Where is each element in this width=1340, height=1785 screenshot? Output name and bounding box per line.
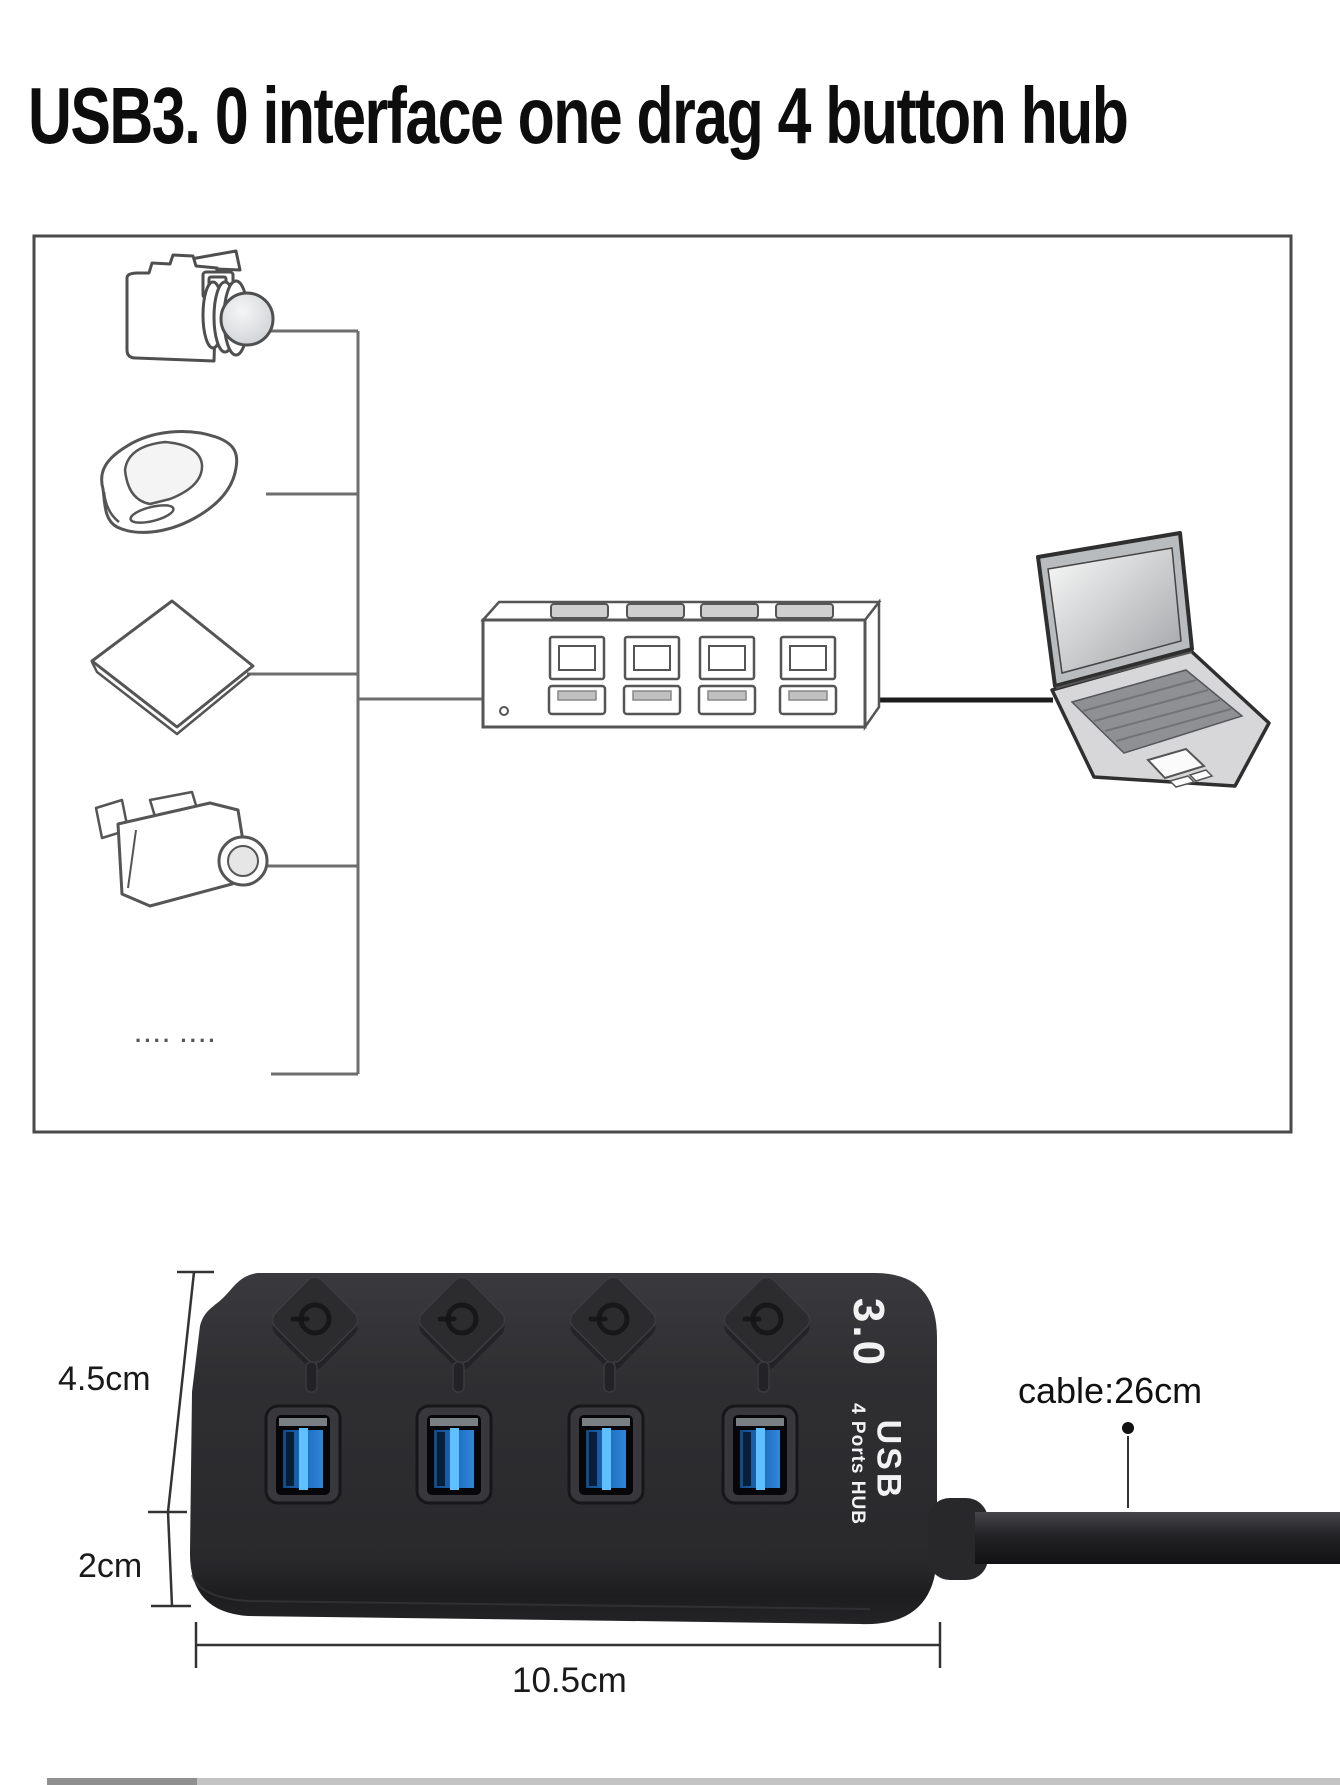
length-dimension-line [194, 1622, 942, 1668]
usb-port[interactable] [567, 1404, 645, 1505]
switch-windows [548, 635, 837, 681]
led-slot [305, 1361, 318, 1393]
led-slot [757, 1361, 770, 1393]
cable-length-label: cable:26cm [1018, 1370, 1203, 1411]
height-dimension-line [148, 1270, 214, 1514]
power-button-icon[interactable] [415, 1273, 508, 1373]
power-button-icon[interactable] [720, 1273, 813, 1373]
thickness-dimension-label: 2cm [78, 1547, 143, 1585]
bottom-strip [47, 1778, 1340, 1785]
more-devices-ellipsis: ···· ···· [135, 1028, 218, 1053]
scanner-icon [100, 430, 239, 534]
led-slots [305, 1361, 770, 1393]
length-dimension-label: 10.5cm [512, 1661, 627, 1700]
usb-hub-schematic [480, 598, 882, 731]
diagram-border [32, 234, 1293, 1134]
power-button-icon[interactable] [268, 1273, 361, 1373]
usb-port[interactable] [415, 1404, 493, 1505]
usb-port[interactable] [721, 1404, 799, 1505]
usb-marking: USB [869, 1419, 908, 1501]
ports-hub-marking: 4 Ports HUB [847, 1403, 868, 1525]
page-title: USB3. 0 interface one drag 4 button hub [28, 71, 1129, 160]
memory-card-icon [90, 599, 255, 736]
usb-ports [264, 1404, 799, 1505]
thickness-dimension-line [151, 1511, 191, 1608]
laptop-icon [1036, 531, 1271, 788]
cable-pointer [1122, 1422, 1134, 1508]
led-slot [603, 1361, 616, 1393]
schematic-ports [547, 684, 838, 716]
usb-cable [928, 1498, 1340, 1580]
connection-diagram [32, 234, 1293, 1134]
bus-lines [247, 329, 483, 1076]
led-indicator-icon [499, 706, 509, 716]
power-button-icon[interactable] [566, 1273, 659, 1373]
camera-icon [125, 249, 275, 363]
product-photo [47, 1270, 1340, 1785]
camcorder-icon [94, 790, 269, 908]
usb-version-marking: 3.0 [844, 1297, 893, 1369]
led-slot [452, 1361, 465, 1393]
hub-body [189, 1273, 937, 1625]
switch-top-tabs [550, 603, 834, 619]
dimension-lines [148, 1270, 1134, 1668]
power-buttons [268, 1273, 813, 1373]
height-dimension-label: 4.5cm [58, 1360, 151, 1398]
usb-port[interactable] [264, 1404, 342, 1505]
